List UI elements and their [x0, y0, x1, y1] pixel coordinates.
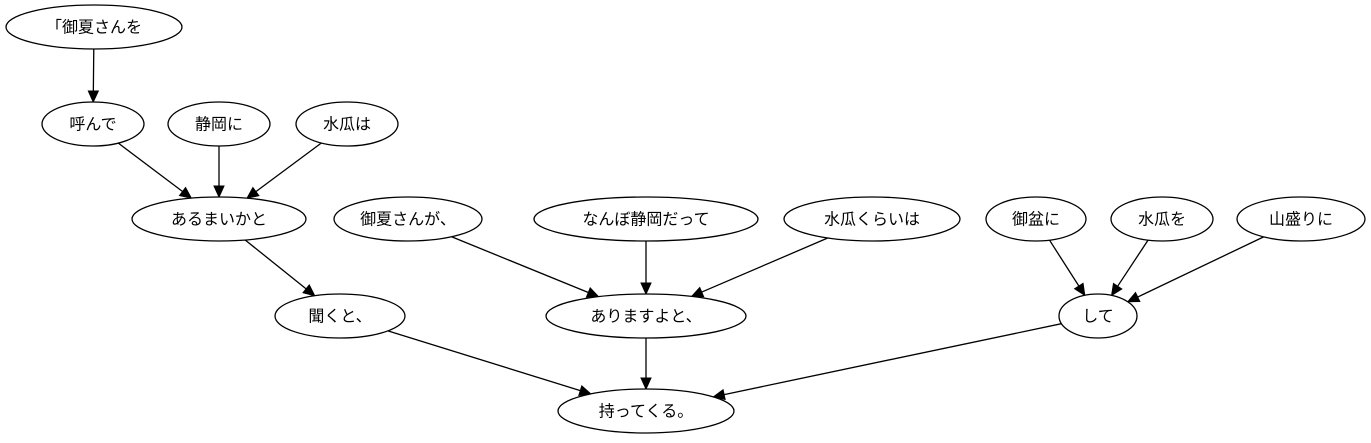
node-ellipse — [167, 101, 271, 147]
node-n12: 水瓜を — [1110, 196, 1214, 242]
node-n4: 水瓜は — [295, 101, 399, 147]
edge-n6-to-n15 — [387, 330, 592, 396]
edges-layer — [87, 48, 1264, 401]
arrow-head-icon — [87, 90, 100, 104]
node-ellipse — [1236, 196, 1366, 242]
arrow-head-icon — [1126, 291, 1141, 303]
node-ellipse — [333, 196, 483, 242]
node-label: 呼んで — [69, 115, 116, 134]
edge-line — [244, 239, 307, 290]
node-label: 「御夏さんを — [46, 18, 142, 37]
node-ellipse — [783, 196, 961, 242]
edge-line — [723, 323, 1062, 396]
edge-n1-to-n2 — [87, 48, 100, 104]
node-label: 静岡に — [195, 115, 243, 134]
edge-n12-to-n14 — [1110, 239, 1149, 297]
edge-n7-to-n10 — [451, 236, 600, 298]
node-label: して — [1082, 307, 1114, 326]
node-label: 水瓜くらいは — [824, 210, 920, 229]
node-n14: して — [1058, 293, 1138, 339]
node-ellipse — [5, 4, 183, 50]
node-n11: 御盆に — [985, 196, 1087, 242]
node-label: あるまいかと — [171, 210, 267, 229]
node-label: 御夏さんが、 — [360, 210, 456, 229]
arrow-head-icon — [585, 286, 600, 298]
node-n3: 静岡に — [167, 101, 271, 147]
arrow-head-icon — [690, 286, 705, 298]
edge-line — [117, 142, 183, 193]
arrow-head-icon — [640, 377, 652, 391]
edge-line — [387, 330, 581, 392]
arrow-head-icon — [302, 284, 316, 297]
node-ellipse — [1110, 196, 1214, 242]
node-n15: 持ってくる。 — [557, 388, 735, 434]
node-n6: 聞くと、 — [274, 293, 406, 339]
edge-n10-to-n15 — [640, 338, 652, 391]
node-label: 水瓜を — [1138, 210, 1186, 229]
edge-n3-to-n5 — [213, 146, 225, 199]
node-ellipse — [1058, 293, 1138, 339]
node-ellipse — [985, 196, 1087, 242]
arrow-head-icon — [178, 186, 193, 199]
node-n8: なんぼ静岡だって — [533, 196, 759, 242]
node-n9: 水瓜くらいは — [783, 196, 961, 242]
edge-line — [701, 237, 828, 293]
edge-n4-to-n5 — [246, 142, 322, 199]
edge-line — [451, 236, 589, 294]
arrow-head-icon — [1110, 282, 1123, 297]
node-ellipse — [41, 101, 145, 147]
arrow-head-icon — [246, 186, 260, 199]
node-n10: ありますよと、 — [545, 293, 747, 339]
node-ellipse — [533, 196, 759, 242]
arrow-head-icon — [1073, 282, 1086, 297]
edge-n8-to-n10 — [640, 241, 652, 296]
node-label: 水瓜は — [323, 115, 371, 134]
node-n5: あるまいかと — [131, 196, 307, 242]
edge-n2-to-n5 — [117, 142, 193, 199]
edge-n5-to-n6 — [244, 239, 316, 297]
node-n1: 「御夏さんを — [5, 4, 183, 50]
node-n7: 御夏さんが、 — [333, 196, 483, 242]
arrow-head-icon — [213, 185, 225, 199]
edge-line — [1137, 236, 1264, 298]
edge-n11-to-n14 — [1048, 239, 1086, 297]
node-ellipse — [557, 388, 735, 434]
node-n13: 山盛りに — [1236, 196, 1366, 242]
node-label: なんぼ静岡だって — [582, 210, 709, 229]
edge-n9-to-n10 — [690, 237, 828, 298]
node-label: 御盆に — [1012, 210, 1060, 229]
edge-n13-to-n14 — [1126, 236, 1264, 303]
edge-line — [1048, 239, 1080, 287]
edge-line — [255, 142, 322, 193]
node-ellipse — [131, 196, 307, 242]
node-label: 山盛りに — [1269, 210, 1333, 229]
node-ellipse — [274, 293, 406, 339]
node-n2: 呼んで — [41, 101, 145, 147]
node-label: ありますよと、 — [590, 307, 701, 326]
node-label: 持ってくる。 — [599, 402, 693, 421]
node-ellipse — [545, 293, 747, 339]
arrow-head-icon — [640, 282, 652, 296]
edge-line — [1117, 239, 1149, 287]
node-ellipse — [295, 101, 399, 147]
edge-n14-to-n15 — [712, 323, 1062, 401]
node-label: 聞くと、 — [308, 307, 371, 326]
